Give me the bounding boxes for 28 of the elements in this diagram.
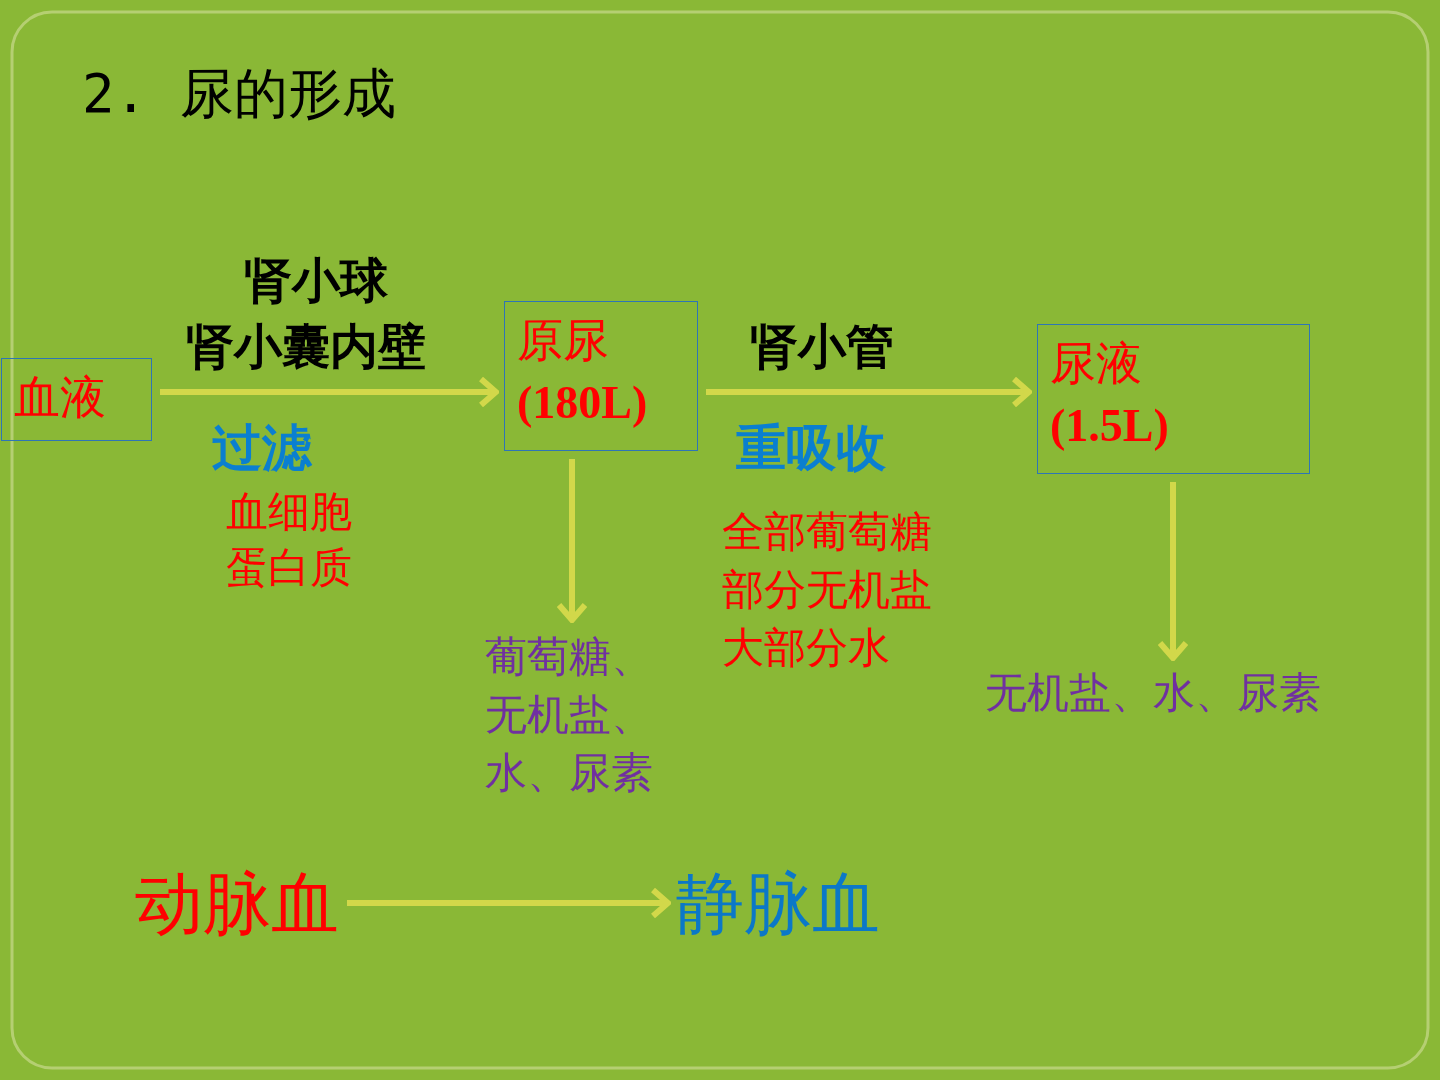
edge-label: 过滤 [212, 418, 312, 479]
arrow [160, 376, 499, 408]
text-box [1037, 324, 1310, 474]
label: 肾小球 [244, 251, 388, 310]
box-text: 原尿 [517, 314, 610, 368]
arrow [556, 459, 588, 623]
label: 大部分水 [722, 622, 890, 674]
text-box [1, 358, 152, 441]
text-box [504, 301, 698, 451]
label: 全部葡萄糖 [722, 506, 932, 558]
box-text: (1.5L) [1050, 399, 1170, 453]
label: 肾小管 [750, 317, 894, 376]
text: 葡萄糖、无机盐、水、尿素 [485, 628, 665, 802]
box-text: 血液 [14, 371, 107, 425]
arrow [1157, 482, 1189, 661]
label: 血细胞 [226, 486, 352, 538]
arrow [706, 376, 1032, 408]
edge-label: 重吸收 [736, 418, 886, 479]
label: 部分无机盐 [722, 564, 932, 616]
arrow [347, 887, 671, 919]
text: 动脉血 [135, 860, 339, 949]
label: 肾小囊内壁 [186, 317, 426, 376]
box-text: 尿液 [1050, 337, 1143, 391]
text: 静脉血 [676, 860, 880, 949]
label: 蛋白质 [226, 542, 352, 594]
text: 无机盐、水、尿素 [985, 666, 1321, 721]
box-text: (180L) [517, 376, 649, 430]
title: 2. 尿的形成 [82, 61, 396, 127]
